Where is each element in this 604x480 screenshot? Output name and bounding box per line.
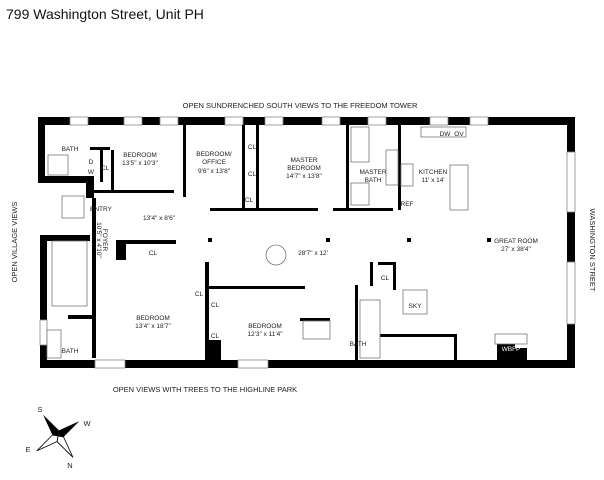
bedroom3-name: BEDROOM <box>248 323 282 330</box>
stairs-east <box>359 299 381 359</box>
great-room-name: GREAT ROOM <box>494 238 538 245</box>
closet-label: CL <box>248 144 257 151</box>
exterior-walls <box>38 117 575 368</box>
caption-west: OPEN VILLAGE VIEWS <box>10 202 19 283</box>
bath-sw-label: BATH <box>62 348 79 355</box>
range <box>400 163 414 187</box>
closet-label: CL <box>211 333 220 340</box>
dishwasher-label: DW <box>440 131 452 138</box>
bath-s-label: BATH <box>350 341 367 348</box>
counter <box>420 126 467 138</box>
tub-south <box>302 320 331 340</box>
skylight <box>402 289 428 315</box>
closet-label: CL <box>381 275 390 282</box>
fireplace-label: WBFP <box>502 346 521 353</box>
tub-master <box>350 126 370 163</box>
master-bath-name2: BATH <box>365 177 382 184</box>
office-size: 9'6" x 13'8" <box>198 168 231 175</box>
bath-nw-label: BATH <box>62 146 79 153</box>
master-size: 14'7" x 13'8" <box>286 173 322 180</box>
compass-s: S <box>37 405 42 414</box>
fixtures <box>46 126 528 359</box>
kitchen-size: 11' x 14' <box>421 177 444 184</box>
windows <box>39 116 576 369</box>
caption-east: WASHINGTON STREET <box>588 209 597 292</box>
closet-label: CL <box>149 250 158 257</box>
caption-north: OPEN VIEWS WITH TREES TO THE HIGHLINE PA… <box>113 385 297 394</box>
hearth <box>494 333 528 345</box>
stairs-west <box>51 240 88 307</box>
closet-label: CL <box>195 291 204 298</box>
closet-label: CL <box>211 302 220 309</box>
shower-nw <box>47 154 69 176</box>
entry-label: ENTRY <box>90 206 113 213</box>
office-name2: OFFICE <box>202 159 226 166</box>
office-name1: BEDROOM/ <box>196 151 232 158</box>
closet-label: CL <box>245 197 254 204</box>
tub-sw <box>46 329 62 359</box>
bedroom2-size: 13'4" x 18'7" <box>135 323 171 330</box>
master-name2: BEDROOM <box>287 165 321 172</box>
living-size: 28'7" x 12' <box>298 250 328 257</box>
bedroom3-size: 12'3" x 11'4" <box>247 331 283 338</box>
dryer-label: D <box>89 159 94 166</box>
compass-rose <box>36 414 80 458</box>
interior-walls <box>68 125 527 360</box>
vanity <box>385 149 399 186</box>
shower-master <box>350 182 370 206</box>
compass-n: N <box>67 461 72 470</box>
spiral-stair <box>265 244 287 266</box>
great-room-size: 27' x 38'4" <box>501 246 531 253</box>
elevator <box>61 195 85 219</box>
oven-label: OV <box>454 131 464 138</box>
master-name1: MASTER <box>290 157 317 164</box>
foyer-size: 10'5" x 4'10" <box>95 222 102 258</box>
compass-e: E <box>25 445 30 454</box>
listing-title: 799 Washington Street, Unit PH <box>6 6 204 22</box>
bedroom2-name: BEDROOM <box>136 315 170 322</box>
kitchen-name: KITCHEN <box>419 169 448 176</box>
skylight-label: SKY <box>408 303 422 310</box>
master-bath-name1: MASTER <box>359 169 386 176</box>
closet-label: CL <box>248 171 257 178</box>
closet-label: CL <box>101 165 110 172</box>
bedroom1-size: 13'5" x 10'3" <box>122 160 158 167</box>
washer-label: W <box>88 169 95 176</box>
hall-size: 13'4" x 8'6" <box>143 215 176 222</box>
kitchen-island <box>449 164 469 211</box>
fridge-label: REF <box>401 201 414 208</box>
caption-south: OPEN SUNDRENCHED SOUTH VIEWS TO THE FREE… <box>183 101 418 110</box>
bedroom1-name: BEDROOM <box>123 152 157 159</box>
compass-w: W <box>83 419 91 428</box>
foyer-name: FOYER <box>101 229 108 252</box>
